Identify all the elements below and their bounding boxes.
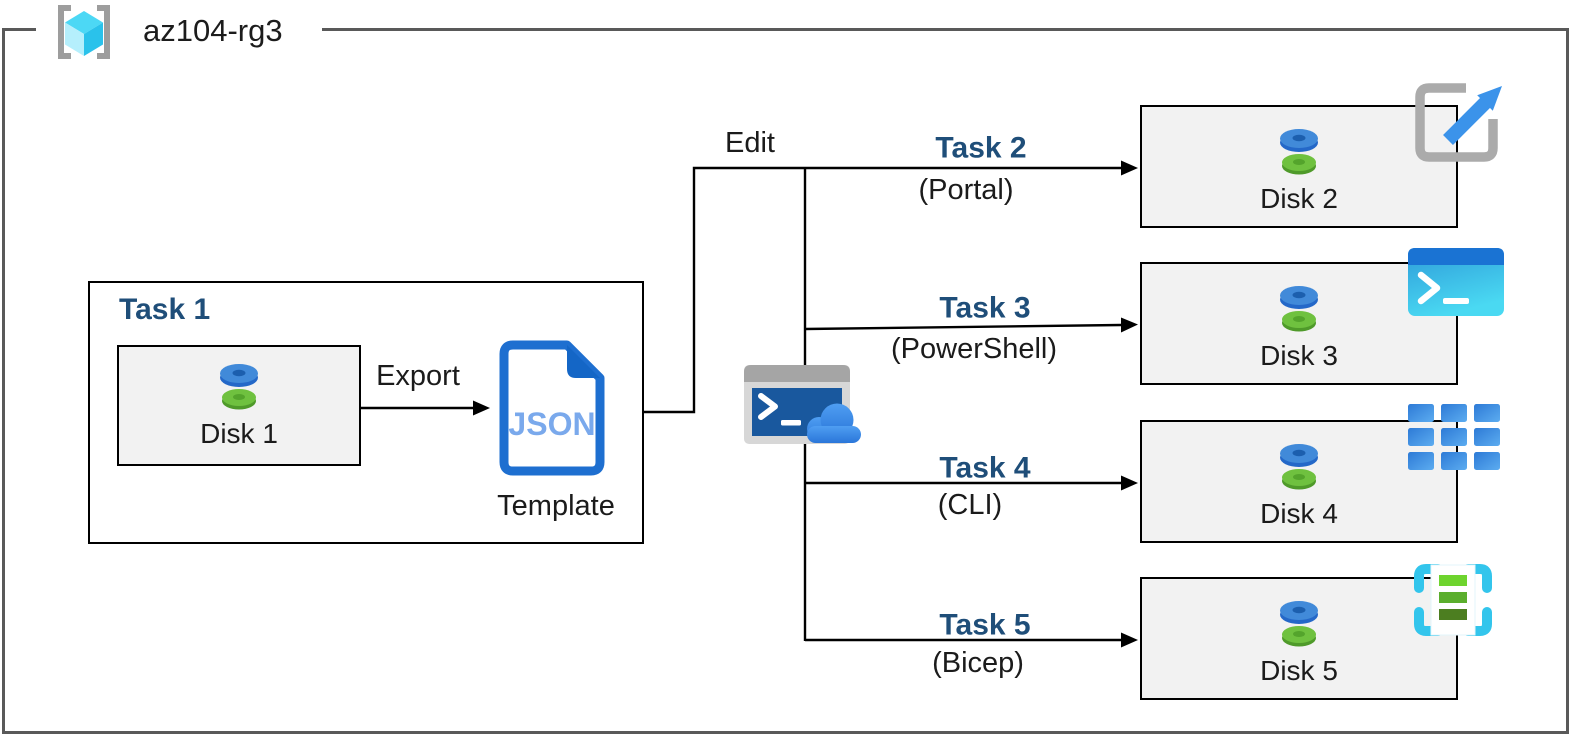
disk2-node: Disk 2: [1140, 105, 1458, 228]
json-file-type-text: JSON: [508, 406, 595, 442]
resource-group-icon: [58, 5, 110, 59]
border-gap: [36, 25, 322, 35]
task4-title: Task 4: [939, 451, 1031, 485]
disk5-label: Disk 5: [1260, 655, 1338, 686]
resource-group-border: [2, 28, 1569, 734]
task2-title: Task 2: [935, 131, 1027, 165]
task1-title: Task 1: [119, 293, 211, 326]
managed-disk-icon: [1271, 597, 1327, 649]
disk1-node: Disk 1: [117, 345, 361, 466]
task3-method: (PowerShell): [891, 332, 1057, 365]
managed-disk-icon: [211, 360, 267, 412]
task5-title: Task 5: [939, 608, 1031, 642]
disk2-label: Disk 2: [1260, 183, 1338, 214]
resource-group-label: az104-rg3: [143, 13, 283, 48]
arm-template-icon: [1414, 564, 1492, 636]
resize-arrow-icon: [1415, 83, 1502, 162]
disk1-label: Disk 1: [200, 418, 278, 449]
export-label: Export: [376, 359, 460, 392]
task2-method: (Portal): [918, 173, 1014, 206]
disk5-node: Disk 5: [1140, 577, 1458, 700]
task3-title: Task 3: [939, 291, 1031, 325]
edit-label: Edit: [725, 126, 775, 159]
cloud-shell-icon: [744, 365, 861, 444]
task4-method: (CLI): [937, 488, 1003, 521]
json-file-icon: JSON: [499, 340, 605, 476]
powershell-icon: [1408, 248, 1504, 316]
managed-disk-icon: [1271, 282, 1327, 334]
disk3-node: Disk 3: [1140, 262, 1458, 385]
managed-disk-icon: [1271, 125, 1327, 177]
cli-grid-icon: [1408, 404, 1500, 470]
disk4-label: Disk 4: [1260, 498, 1338, 529]
disk3-label: Disk 3: [1260, 340, 1338, 371]
template-label: Template: [497, 489, 615, 522]
disk4-node: Disk 4: [1140, 420, 1458, 543]
task5-method: (Bicep): [932, 646, 1024, 679]
managed-disk-icon: [1271, 440, 1327, 492]
